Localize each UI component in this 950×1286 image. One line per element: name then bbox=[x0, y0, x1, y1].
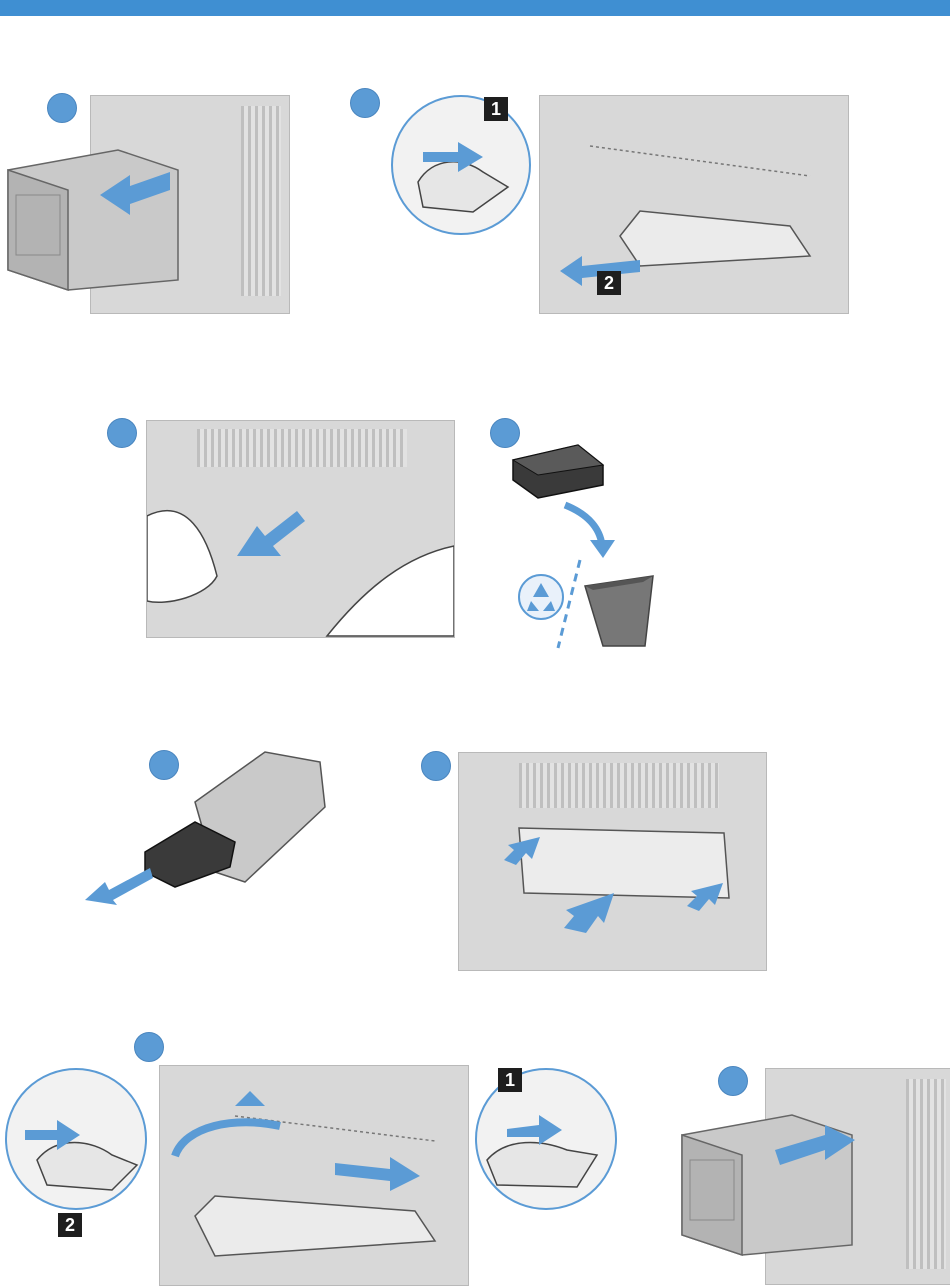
step-2-illustration bbox=[539, 95, 849, 314]
step-2-badge bbox=[350, 88, 380, 118]
step-6-illustration bbox=[458, 752, 767, 971]
step-7-illustration bbox=[159, 1065, 469, 1286]
step-7-badge bbox=[134, 1032, 164, 1062]
step-7-zoom-right bbox=[475, 1068, 617, 1210]
step-1-badge bbox=[47, 93, 77, 123]
step-3-badge bbox=[107, 418, 137, 448]
step-7-callout-2: 2 bbox=[58, 1213, 82, 1237]
step-7-zoom-left bbox=[5, 1068, 147, 1210]
step-8-push-arrow-icon bbox=[775, 1125, 855, 1175]
step-7-zoom-left-arrow-icon bbox=[25, 1120, 80, 1150]
step-7-main-arrow-icon bbox=[335, 1151, 420, 1191]
step-7-zoom-right-arrow-icon bbox=[507, 1115, 562, 1145]
step-4-curve-arrow-icon bbox=[560, 500, 620, 560]
step-6-left-arrow-icon bbox=[504, 835, 544, 865]
recycle-icon bbox=[517, 573, 565, 621]
header-accent-bar bbox=[0, 0, 950, 16]
step-7-curve-arrow-icon bbox=[165, 1096, 295, 1166]
step-2-zoom-detail bbox=[391, 95, 531, 235]
step-8-badge bbox=[718, 1066, 748, 1096]
step-3-illustration bbox=[146, 420, 455, 638]
new-fuser-bag bbox=[135, 752, 335, 892]
fuser-unit bbox=[508, 440, 608, 500]
step-1-pull-arrow-icon bbox=[100, 160, 180, 210]
step-3-pull-arrow-icon bbox=[237, 506, 307, 566]
step-6-push-arrow-icon bbox=[564, 888, 624, 933]
trash-bin-icon bbox=[583, 572, 655, 648]
step-2-callout-2: 2 bbox=[597, 271, 621, 295]
step-6-right-arrow-icon bbox=[687, 881, 727, 911]
step-2-zoom-arrow-icon bbox=[423, 142, 483, 172]
step-6-badge bbox=[421, 751, 451, 781]
step-5-pull-arrow-icon bbox=[85, 860, 155, 905]
step-2-callout-1: 1 bbox=[484, 97, 508, 121]
step-7-callout-1: 1 bbox=[498, 1068, 522, 1092]
